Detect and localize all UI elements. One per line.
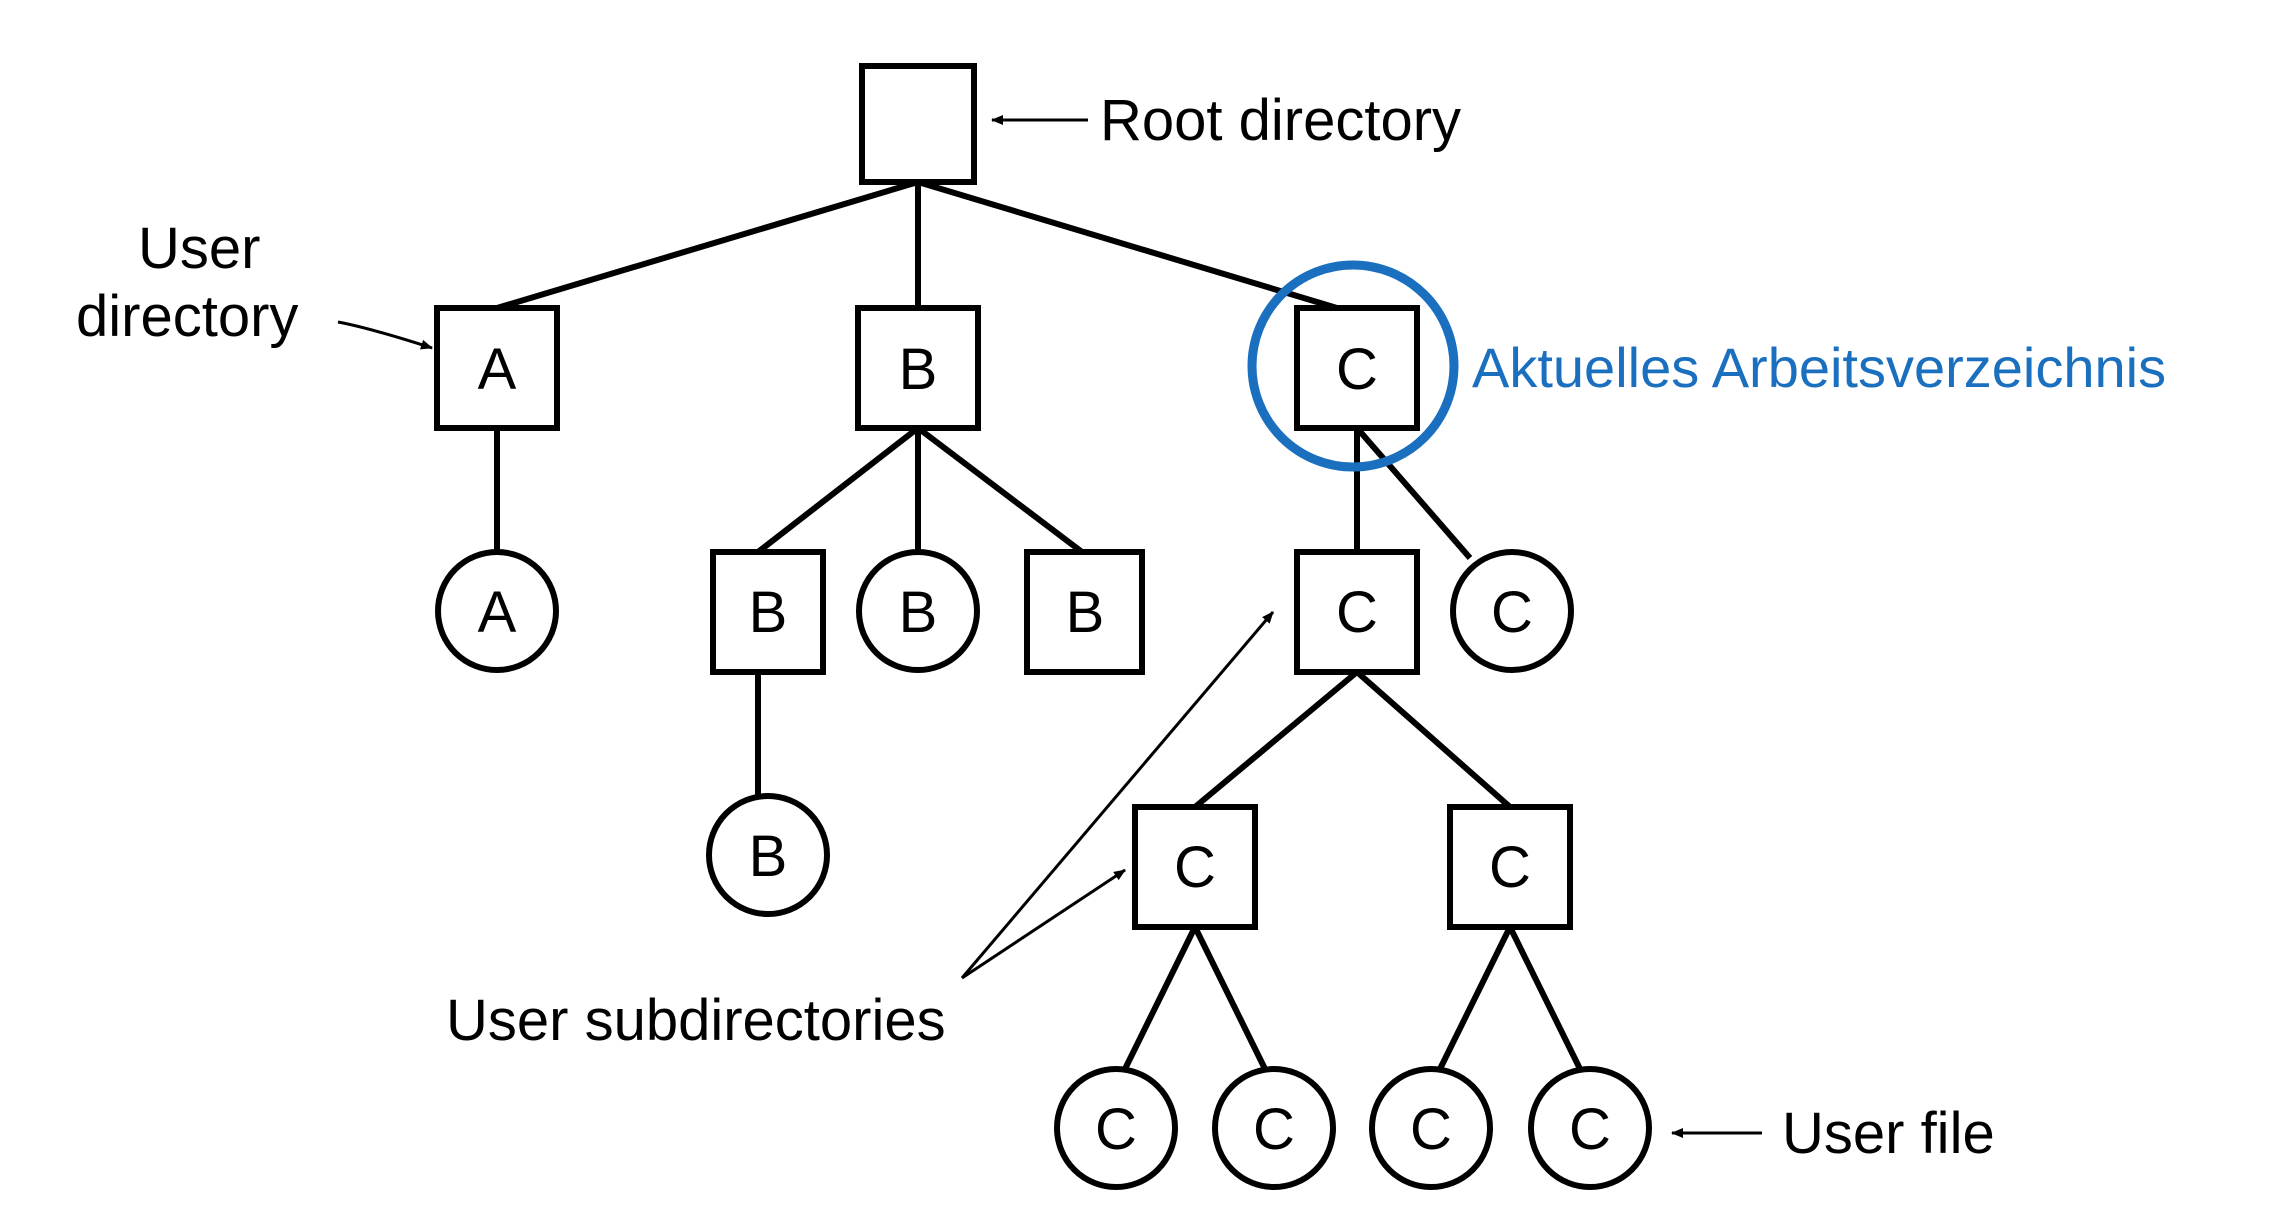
current-working-directory-highlight: Aktuelles Arbeitsverzeichnis bbox=[1247, 260, 2166, 472]
edge-subdirc3-filec4 bbox=[1435, 925, 1513, 1075]
directory-boxes bbox=[434, 63, 1573, 930]
edge-subdirc2-filec2 bbox=[1120, 925, 1198, 1075]
user-directory-a-box bbox=[434, 305, 560, 431]
node-file-c3-label: C bbox=[1253, 1097, 1295, 1162]
node-file-b1-label: B bbox=[899, 580, 938, 645]
file-b1-circle bbox=[856, 549, 980, 673]
annotation-labels: Root directory User directory User subdi… bbox=[76, 88, 1995, 1166]
current-working-directory-label: Aktuelles Arbeitsverzeichnis bbox=[1472, 336, 2166, 399]
edge-subdirc1-subdirc2 bbox=[1193, 669, 1359, 810]
user-subdirectories-arrow-2 bbox=[961, 868, 1126, 980]
node-user-dir-b-label: B bbox=[899, 337, 938, 402]
node-file-a-label: A bbox=[478, 580, 517, 645]
annotation-arrows bbox=[337, 115, 1762, 1138]
file-c2-circle bbox=[1054, 1066, 1178, 1190]
tree-edges bbox=[494, 179, 1585, 1075]
node-subdir-c3-label: C bbox=[1489, 835, 1531, 900]
user-directory-label-line1: User bbox=[138, 216, 260, 281]
subdirectory-b-box bbox=[710, 549, 826, 675]
user-directory-label-line2: directory bbox=[76, 284, 298, 349]
user-file-label: User file bbox=[1782, 1101, 1995, 1166]
user-subdirectories-label: User subdirectories bbox=[446, 988, 946, 1053]
file-c1-circle bbox=[1450, 549, 1574, 673]
edge-c-filec1 bbox=[1354, 426, 1473, 560]
edge-subdirc2-filec3 bbox=[1192, 925, 1270, 1075]
user-directory-c-box bbox=[1294, 305, 1420, 431]
node-file-c2-label: C bbox=[1095, 1097, 1137, 1162]
node-subdir-b-label: B bbox=[749, 580, 788, 645]
node-subdir-c1-label: C bbox=[1336, 580, 1378, 645]
file-a-circle bbox=[435, 549, 559, 673]
user-directory-b-box bbox=[855, 305, 981, 431]
node-file-b2-label: B bbox=[749, 824, 788, 889]
edge-root-a bbox=[496, 179, 919, 311]
subdirectory-c1-box bbox=[1294, 549, 1420, 675]
root-directory-label: Root directory bbox=[1100, 88, 1461, 153]
node-subdir-c2-label: C bbox=[1174, 835, 1216, 900]
subdirectory-c2-box bbox=[1132, 804, 1258, 930]
node-file-c1-label: C bbox=[1491, 580, 1533, 645]
node-subdir-b2-label: B bbox=[1066, 580, 1105, 645]
root-directory-box bbox=[859, 63, 977, 185]
file-c4-circle bbox=[1369, 1066, 1493, 1190]
edge-b-subdirb bbox=[756, 425, 920, 555]
user-directory-arrow bbox=[337, 320, 433, 350]
subdirectory-c3-box bbox=[1447, 804, 1573, 930]
file-b2-circle bbox=[706, 793, 830, 917]
file-circles bbox=[435, 549, 1652, 1190]
node-user-dir-a-label: A bbox=[478, 337, 517, 402]
user-subdirectories-arrow-1 bbox=[960, 611, 1275, 979]
node-letters: A B C A B B B B C C C C C C C C bbox=[478, 337, 1611, 1162]
file-c3-circle bbox=[1212, 1066, 1336, 1190]
node-user-dir-c-label: C bbox=[1336, 337, 1378, 402]
node-file-c4-label: C bbox=[1410, 1097, 1452, 1162]
file-c5-circle bbox=[1528, 1066, 1652, 1190]
edge-root-c bbox=[917, 179, 1338, 311]
edge-subdirc1-subdirc3 bbox=[1355, 669, 1512, 810]
edge-subdirc3-filec5 bbox=[1507, 925, 1585, 1075]
node-file-c5-label: C bbox=[1569, 1097, 1611, 1162]
current-directory-highlight-circle bbox=[1247, 260, 1459, 472]
edge-b-subdirb2 bbox=[916, 425, 1084, 555]
subdirectory-b2-box bbox=[1024, 549, 1145, 675]
